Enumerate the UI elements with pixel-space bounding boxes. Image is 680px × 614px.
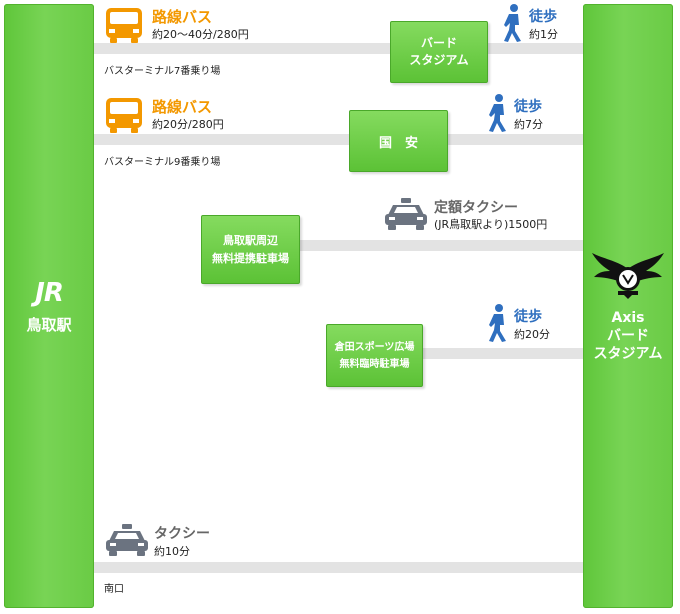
route3-taxi-detail: (JR鳥取駅より)1500円 [434, 218, 548, 231]
route3-road [300, 240, 583, 251]
bus-icon [104, 96, 144, 138]
route2-walk-title: 徒歩 [514, 99, 542, 115]
route1-bus-title: 路線バス [152, 8, 213, 26]
walking-person-icon [485, 93, 511, 137]
stop-station-parking-line1: 鳥取駅周辺 [223, 233, 278, 247]
route2-bus-title: 路線バス [152, 98, 213, 116]
station-name: 鳥取駅 [26, 315, 72, 334]
stop-kokuyasu-label: 国 安 [378, 135, 418, 151]
route5-taxi-title: タクシー [154, 526, 210, 542]
stadium-name-line1: Axis [611, 310, 645, 326]
route4-road [420, 348, 583, 359]
stop-kurata-parking-line2: 無料臨時駐車場 [339, 358, 410, 370]
walking-person-icon [485, 303, 511, 347]
taxi-icon [383, 196, 429, 236]
stop-station-parking-line2: 無料提携駐車場 [212, 251, 289, 265]
stop-bird-stadium: バード スタジアム [390, 21, 488, 83]
route1-terminal: バスターミナル7番乗り場 [104, 66, 221, 77]
route1-bus-detail: 約20～40分/280円 [152, 28, 249, 41]
south-exit-label: 南口 [104, 584, 124, 595]
stop-bird-stadium-line1: バード [420, 36, 457, 50]
route2-bus-detail: 約20分/280円 [152, 118, 224, 131]
route3-taxi-title: 定額タクシー [434, 200, 518, 216]
route1-walk-title: 徒歩 [529, 9, 557, 25]
route4-walk-detail: 約20分 [514, 328, 550, 341]
route1-walk-detail: 約1分 [529, 28, 558, 41]
route2-road [94, 134, 583, 145]
stop-kurata-parking: 倉田スポーツ広場 無料臨時駐車場 [326, 324, 423, 387]
stop-kurata-parking-line1: 倉田スポーツ広場 [334, 341, 415, 353]
walking-person-icon [500, 3, 526, 47]
route2-terminal: バスターミナル9番乗り場 [104, 157, 221, 168]
axis-bird-emblem-icon [592, 253, 664, 299]
bus-icon [104, 6, 144, 48]
stop-kokuyasu: 国 安 [349, 110, 448, 172]
taxi-icon [104, 522, 150, 562]
stadium-name-line3: スタジアム [593, 346, 663, 362]
jr-logo-icon: JR [35, 277, 64, 308]
route4-walk-title: 徒歩 [514, 309, 542, 325]
stop-bird-stadium-line2: スタジアム [409, 53, 469, 67]
jr-tottori-station-pillar: JR 鳥取駅 [4, 4, 94, 608]
route1-road [94, 43, 583, 54]
stadium-name-line2: バード [607, 328, 649, 344]
route5-taxi-detail: 約10分 [154, 545, 190, 558]
stop-station-parking: 鳥取駅周辺 無料提携駐車場 [201, 215, 300, 284]
route5-road [94, 562, 583, 573]
axis-bird-stadium-pillar: Axis バード スタジアム [583, 4, 673, 608]
route2-walk-detail: 約7分 [514, 118, 543, 131]
